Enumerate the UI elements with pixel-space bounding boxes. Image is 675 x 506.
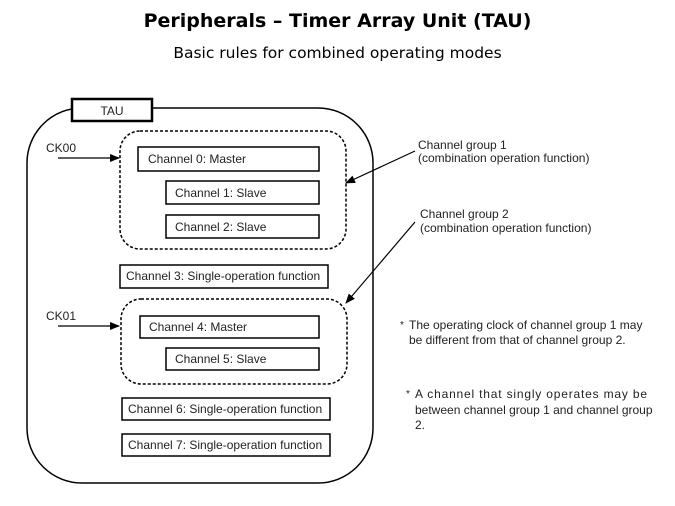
note-1: * The operating clock of channel group 1… [400, 318, 642, 347]
channel-group-2-box [120, 298, 348, 385]
channel-0-label: Channel 0: Master [148, 152, 246, 166]
group-2-name: Channel group 2 [420, 207, 509, 221]
slide-subtitle: Basic rules for combined operating modes [173, 44, 502, 62]
channel-3-label: Channel 3: Single-operation function [126, 269, 320, 283]
channel-1-box: Channel 1: Slave [165, 180, 320, 205]
channel-5-box: Channel 5: Slave [165, 347, 320, 371]
note-1-line-1: The operating clock of channel group 1 m… [409, 318, 642, 332]
group-2-desc: (combination operation function) [420, 221, 591, 235]
note-1-bullet: * [400, 320, 404, 331]
tau-label-box [70, 97, 154, 123]
group-1-pointer-arrow [345, 150, 416, 184]
channel-2-box: Channel 2: Slave [165, 214, 320, 239]
channel-7-label: Channel 7: Single-operation function [128, 438, 322, 452]
channel-5-label: Channel 5: Slave [175, 352, 267, 366]
channel-3-box: Channel 3: Single-operation function [119, 264, 329, 289]
clock-label-ck00: CK00 [46, 141, 76, 155]
channel-0-box: Channel 0: Master [137, 146, 320, 172]
channel-6-label: Channel 6: Single-operation function [128, 402, 322, 416]
channel-2-label: Channel 2: Slave [175, 220, 267, 234]
channel-6-box: Channel 6: Single-operation function [121, 397, 331, 421]
slide-title: Peripherals – Timer Array Unit (TAU) [143, 10, 532, 32]
channel-1-label: Channel 1: Slave [175, 186, 267, 200]
note-2-line-2: between channel group 1 and channel grou… [415, 403, 653, 417]
clock-label-ck01: CK01 [46, 309, 76, 323]
note-1-line-2: be different from that of channel group … [409, 333, 626, 347]
channel-4-label: Channel 4: Master [149, 320, 247, 334]
note-2-line-3: 2. [415, 418, 425, 432]
group-1-desc: (combination operation function) [418, 151, 589, 165]
channel-4-box: Channel 4: Master [139, 315, 320, 339]
group-1-name: Channel group 1 [418, 138, 507, 152]
group-2-pointer-arrow [345, 221, 416, 304]
channel-group-1-box [119, 130, 347, 250]
note-2-bullet: * [406, 389, 410, 400]
channel-7-box: Channel 7: Single-operation function [121, 433, 331, 457]
note-2: * A channel that singly operates may be … [406, 387, 653, 432]
tau-label: TAU [100, 104, 123, 118]
note-2-line-1: A channel that singly operates may be [415, 387, 647, 401]
